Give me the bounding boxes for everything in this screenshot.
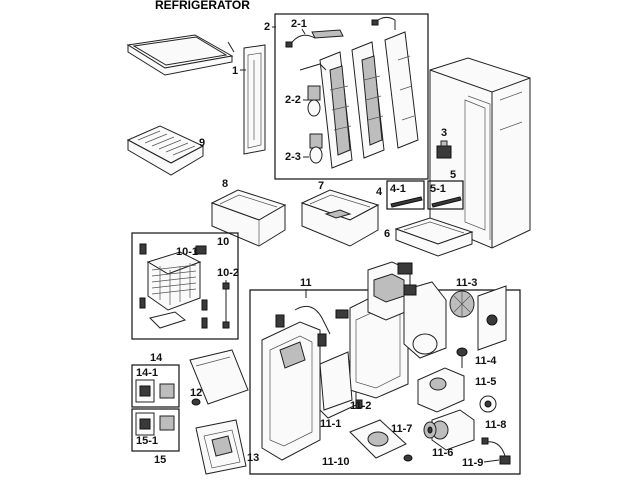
- callout-1: 1: [232, 65, 238, 77]
- callout-15: 15: [154, 454, 166, 466]
- part-2-1-wire-harness: [285, 16, 396, 48]
- part-8-drawer: [210, 189, 287, 247]
- part-11-6-solenoid: [431, 409, 475, 451]
- callout-8: 8: [222, 178, 228, 190]
- callout-12: 12: [190, 387, 202, 399]
- part-14-group-frame: [131, 364, 180, 408]
- callout-11-6: 11-6: [432, 447, 453, 459]
- part-2-3-damper: [309, 133, 323, 164]
- part-10-2-heater: [222, 280, 230, 329]
- callout-7: 7: [318, 180, 324, 192]
- callout-5-1: 5-1: [430, 183, 446, 195]
- part-10-1-thermostat: [195, 245, 207, 255]
- part-4-1-rail: [390, 196, 423, 208]
- part-5-group-frame: [427, 180, 464, 210]
- part-1-duct-panel: [243, 44, 266, 155]
- part-11-duct-assembly: [335, 261, 447, 399]
- part-12-dispenser-cover: [189, 349, 249, 406]
- callout-2-2: 2-2: [285, 94, 301, 106]
- callout-2-3: 2-3: [285, 151, 301, 163]
- callout-13: 13: [247, 452, 259, 464]
- part-2-2-damper: [299, 63, 327, 117]
- callout-6: 6: [384, 228, 390, 240]
- part-11-5-cover: [417, 367, 465, 413]
- callout-11-4: 11-4: [475, 355, 497, 367]
- part-14-1-switch: [135, 379, 175, 403]
- callout-4-1: 4-1: [390, 183, 406, 195]
- part-1-shelf: [126, 34, 235, 76]
- part-2-duct-assembly: [319, 31, 419, 169]
- callout-11-2: 11-2: [350, 400, 371, 412]
- callout-2: 2: [264, 21, 270, 33]
- part-15-1-switch: [135, 412, 175, 436]
- part-11-grille: [319, 351, 353, 411]
- callout-11-9: 11-9: [462, 457, 483, 469]
- part-11-8-washer: [479, 395, 497, 413]
- callout-3: 3: [441, 127, 447, 139]
- callout-11-5: 11-5: [475, 376, 496, 388]
- part-11-9-wire-harness: [481, 437, 511, 465]
- part-4-group-frame: [386, 180, 425, 210]
- callout-10: 10: [217, 236, 229, 248]
- part-7-drawer: [300, 189, 380, 247]
- part-2-group-frame: [274, 13, 429, 180]
- callout-10-1: 10-1: [176, 246, 198, 258]
- part-10-group-frame: [131, 232, 239, 340]
- callout-2-1: 2-1: [291, 18, 307, 30]
- part-15-group-frame: [131, 408, 180, 452]
- part-13-housing: [195, 419, 247, 475]
- callout-11-8: 11-8: [485, 419, 506, 431]
- part-11-10-cover-plate: [349, 419, 413, 462]
- part-11-3-fan-motor: [449, 285, 507, 351]
- diagram-title: REFRIGERATOR: [155, 0, 250, 12]
- part-9-ice-tray: [126, 125, 205, 176]
- callout-15-1: 15-1: [136, 435, 158, 447]
- callout-11-7: 11-7: [391, 423, 412, 435]
- callout-4: 4: [376, 186, 383, 198]
- callout-11-10: 11-10: [322, 456, 350, 468]
- callout-9: 9: [199, 137, 205, 149]
- part-10-evaporator: [139, 243, 208, 329]
- part-5-1-rail: [431, 196, 462, 208]
- callout-14-1: 14-1: [136, 367, 158, 379]
- callout-11: 11: [300, 277, 312, 289]
- callout-11-3: 11-3: [456, 277, 477, 289]
- callout-10-2: 10-2: [217, 267, 239, 279]
- part-6-drawer: [394, 217, 474, 257]
- part-11-7-gear: [423, 421, 437, 439]
- part-3-sensor: [436, 140, 452, 159]
- callout-5: 5: [450, 169, 456, 181]
- callout-11-1: 11-1: [320, 418, 341, 430]
- callout-14: 14: [150, 352, 163, 364]
- part-11-4-screw: [456, 347, 468, 368]
- part-11-1-dispenser-housing: [261, 305, 331, 461]
